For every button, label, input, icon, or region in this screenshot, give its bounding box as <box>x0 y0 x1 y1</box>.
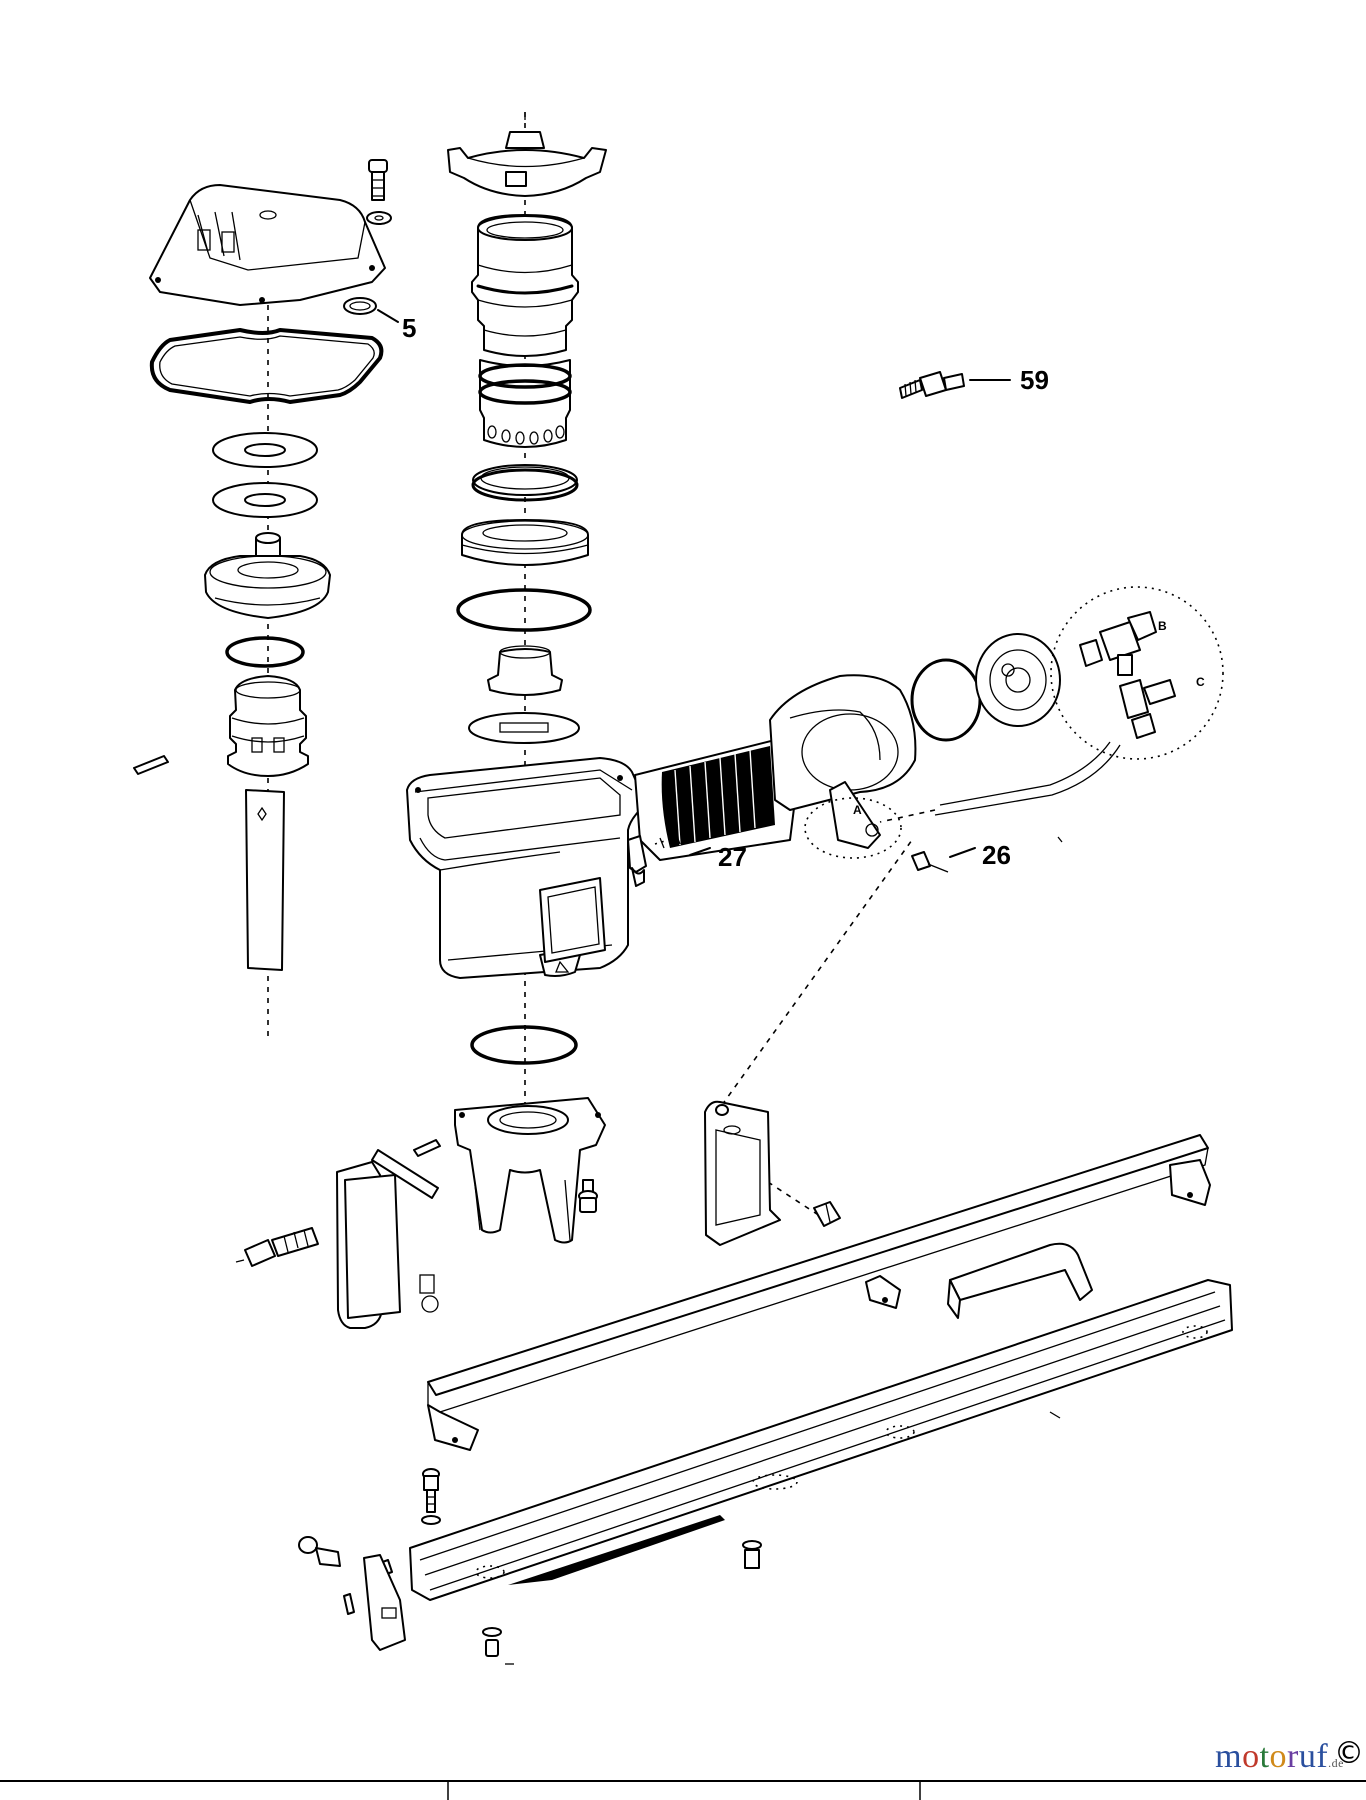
nose-o-ring <box>470 1025 578 1065</box>
mounting-bolt <box>235 1227 319 1267</box>
magazine-screw-2 <box>742 1540 762 1569</box>
detail-circle-bc: B C <box>1050 586 1224 760</box>
screw-26: 26 <box>911 840 1011 873</box>
contact-plate <box>336 1139 441 1329</box>
tool-housing <box>406 757 641 979</box>
magazine-end-latch <box>298 1536 406 1651</box>
detail-letter-c: C <box>1196 675 1205 689</box>
copyright-mark: © <box>1334 1736 1364 1771</box>
head-valve-body <box>227 675 309 777</box>
driver-guide-plate <box>468 712 580 744</box>
watermark: motoruf.de <box>1215 1738 1344 1775</box>
nose-casting <box>454 1097 606 1244</box>
callout-27: 27 <box>718 842 747 872</box>
rail-bracket <box>704 1100 781 1246</box>
valve-o-ring <box>225 636 305 668</box>
valve-washer-2 <box>212 482 318 518</box>
end-cap <box>975 633 1061 727</box>
callout-26: 26 <box>982 840 1011 870</box>
detail-letter-b: B <box>1158 619 1167 633</box>
trigger-pin-27: 27 <box>627 833 747 887</box>
cylinder-bumper <box>461 519 589 566</box>
magazine-screw-1 <box>421 1468 441 1525</box>
cylinder-seal <box>471 464 579 502</box>
piston-sleeve <box>478 359 572 448</box>
cap-gasket <box>149 328 384 404</box>
handle <box>634 674 917 861</box>
magazine-screw-3 <box>482 1627 514 1665</box>
magazine-channel <box>409 1279 1233 1601</box>
magazine-upper-rail <box>427 1134 1211 1451</box>
end-cap-o-ring <box>910 658 982 742</box>
detail-letter-a: A <box>853 803 862 817</box>
detail-circle-a: A <box>804 797 902 859</box>
cap-screw-top <box>368 159 388 201</box>
driver-blade <box>245 789 285 971</box>
exhaust-deflector <box>447 112 607 197</box>
magazine-follower <box>947 1242 1093 1319</box>
callout-59: 59 <box>1020 365 1049 395</box>
piston-stop <box>487 645 563 696</box>
cylinder-cap <box>149 184 386 306</box>
washer-small <box>366 211 392 225</box>
air-fitting-59: 59 <box>899 365 1049 399</box>
valve-washer-1 <box>212 432 318 468</box>
nose-screw <box>578 1179 598 1213</box>
bracket-screw <box>813 1201 841 1227</box>
o-ring-5: 5 <box>343 297 416 343</box>
head-valve-piston <box>204 532 331 619</box>
footer-rule <box>0 1780 1366 1800</box>
cylinder-o-ring <box>456 588 592 632</box>
roll-pin-left <box>133 755 169 775</box>
cylinder-sleeve <box>471 214 579 357</box>
air-line <box>879 741 1121 843</box>
watermark-suffix: .de <box>1328 1756 1344 1770</box>
callout-5: 5 <box>402 313 416 343</box>
